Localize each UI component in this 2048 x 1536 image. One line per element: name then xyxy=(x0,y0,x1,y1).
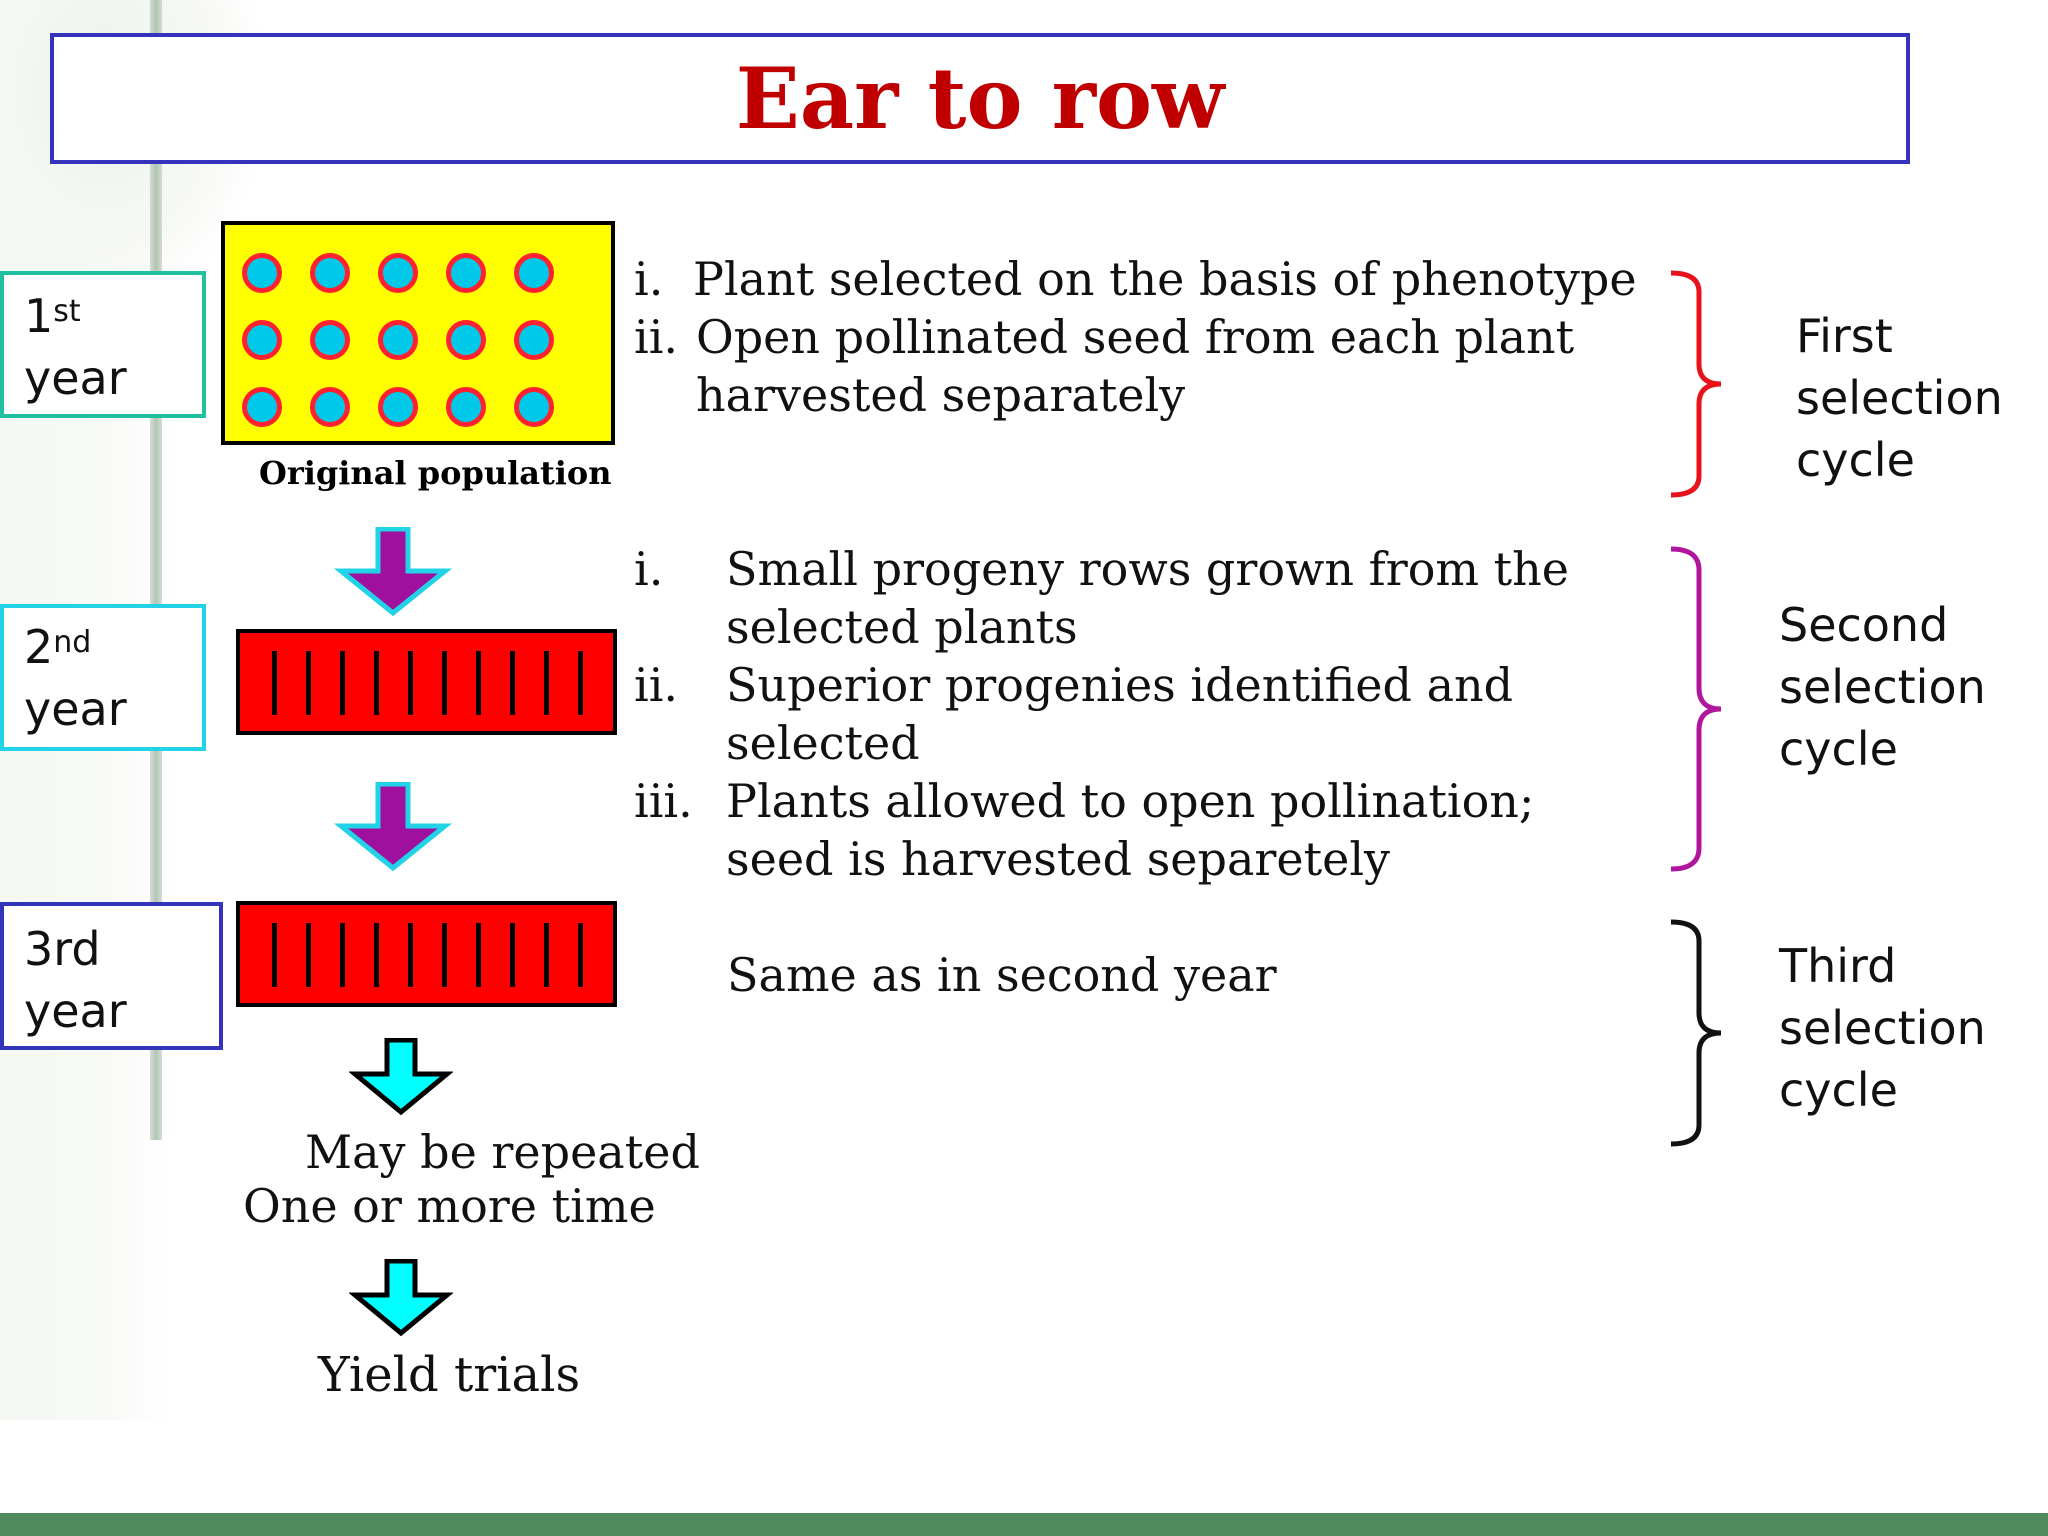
plant-dot xyxy=(310,320,350,360)
cycle-line: selection xyxy=(1796,371,2003,425)
step-1-text-1: Plant selected on the basis of phenotype xyxy=(693,252,1637,306)
cycle-line: Third xyxy=(1779,939,1897,993)
plant-dot xyxy=(514,387,554,427)
step-2-marker-2: ii. xyxy=(634,658,679,712)
progeny-rows-year-2 xyxy=(236,629,617,735)
cycle-line: cycle xyxy=(1796,433,1915,487)
progeny-row xyxy=(340,651,345,715)
step-2-line: selected plants xyxy=(726,600,1078,654)
plant-dot xyxy=(242,320,282,360)
progeny-row xyxy=(510,923,515,987)
step-2-line: seed is harvested separetely xyxy=(726,832,1391,886)
plant-dot xyxy=(242,387,282,427)
progeny-row xyxy=(306,923,311,987)
repeat-note: May be repeated One or more time xyxy=(243,1125,700,1233)
plant-dot xyxy=(446,320,486,360)
year-3-label: 3rd year xyxy=(0,902,223,1050)
step-2-line: Small progeny rows grown from the xyxy=(726,542,1569,596)
arrow-down-icon xyxy=(349,1259,453,1337)
plant-dot xyxy=(310,387,350,427)
step-2-marker-3: iii. xyxy=(634,774,693,828)
step-2-marker-1: i. xyxy=(634,542,664,596)
arrow-down-icon xyxy=(333,527,453,617)
yield-trials-label: Yield trials xyxy=(318,1347,581,1403)
progeny-row xyxy=(272,651,277,715)
cycle-line: selection xyxy=(1779,660,1986,714)
year-1-word: year xyxy=(24,351,127,405)
plant-dot xyxy=(514,253,554,293)
plant-dot xyxy=(446,387,486,427)
year-1-number: 1 xyxy=(24,289,54,343)
cycle-line: selection xyxy=(1779,1001,1986,1055)
footer-bar xyxy=(0,1513,2048,1536)
progeny-row xyxy=(272,923,277,987)
year-2-label: 2nd year xyxy=(0,604,206,751)
progeny-row xyxy=(408,651,413,715)
step-3-text: Same as in second year xyxy=(727,948,1277,1002)
plant-dot xyxy=(514,320,554,360)
step-1-item-2: ii. Open pollinated seed from each plant xyxy=(634,308,1574,366)
step-2-item-2: Superior progenies identified and select… xyxy=(726,656,1513,772)
plant-dot xyxy=(378,320,418,360)
step-2-line: selected xyxy=(726,716,920,770)
step-1-text-2: Open pollinated seed from each plant xyxy=(696,310,1575,364)
progeny-row xyxy=(544,923,549,987)
progeny-row xyxy=(408,923,413,987)
arrow-down-icon xyxy=(333,782,453,872)
year-3-number: 3rd xyxy=(24,922,101,976)
plant-dot xyxy=(242,253,282,293)
step-1-item-1: i. Plant selected on the basis of phenoty… xyxy=(634,250,1637,308)
arrow-down-icon xyxy=(349,1038,453,1116)
progeny-row xyxy=(442,923,447,987)
plant-dot xyxy=(378,253,418,293)
brace-third-cycle xyxy=(1670,919,1722,1147)
plant-dot xyxy=(378,387,418,427)
brace-second-cycle xyxy=(1670,546,1722,872)
repeat-line-2: One or more time xyxy=(243,1179,656,1233)
step-2-line: Plants allowed to open pollination; xyxy=(726,774,1535,828)
population-caption: Original population xyxy=(259,454,612,492)
step-2-item-3: Plants allowed to open pollination; seed… xyxy=(726,772,1534,888)
progeny-rows-year-3 xyxy=(236,901,617,1007)
original-population-box xyxy=(221,221,615,445)
title-box: Ear to row xyxy=(50,33,1910,164)
progeny-row xyxy=(510,651,515,715)
progeny-row xyxy=(374,651,379,715)
repeat-line-1: May be repeated xyxy=(305,1125,700,1179)
cycle-line: First xyxy=(1796,309,1893,363)
progeny-row xyxy=(578,923,583,987)
progeny-row xyxy=(544,651,549,715)
year-1-suffix: st xyxy=(53,294,81,329)
plant-dot xyxy=(446,253,486,293)
progeny-row xyxy=(578,651,583,715)
progeny-row xyxy=(476,923,481,987)
year-2-word: year xyxy=(24,682,127,736)
year-3-word: year xyxy=(24,984,127,1038)
step-1-continuation: harvested separately xyxy=(696,368,1186,422)
step-1-marker-1: i. xyxy=(634,252,664,306)
progeny-row xyxy=(476,651,481,715)
year-2-suffix: nd xyxy=(53,625,92,660)
step-2-line: Superior progenies identified and xyxy=(726,658,1514,712)
plant-dot xyxy=(310,253,350,293)
step-2-item-1: Small progeny rows grown from the select… xyxy=(726,540,1569,656)
year-1-label: 1st year xyxy=(0,271,206,418)
progeny-row xyxy=(442,651,447,715)
progeny-row xyxy=(306,651,311,715)
second-cycle-label: Second selection cycle xyxy=(1779,594,1986,780)
cycle-line: cycle xyxy=(1779,1063,1898,1117)
first-cycle-label: First selection cycle xyxy=(1796,305,2003,491)
cycle-line: cycle xyxy=(1779,722,1898,776)
brace-first-cycle xyxy=(1670,270,1722,498)
progeny-row xyxy=(340,923,345,987)
year-2-number: 2 xyxy=(24,620,54,674)
third-cycle-label: Third selection cycle xyxy=(1779,935,1986,1121)
cycle-line: Second xyxy=(1779,598,1949,652)
step-1-marker-2: ii. xyxy=(634,310,679,364)
page-title: Ear to row xyxy=(735,49,1225,148)
progeny-row xyxy=(374,923,379,987)
